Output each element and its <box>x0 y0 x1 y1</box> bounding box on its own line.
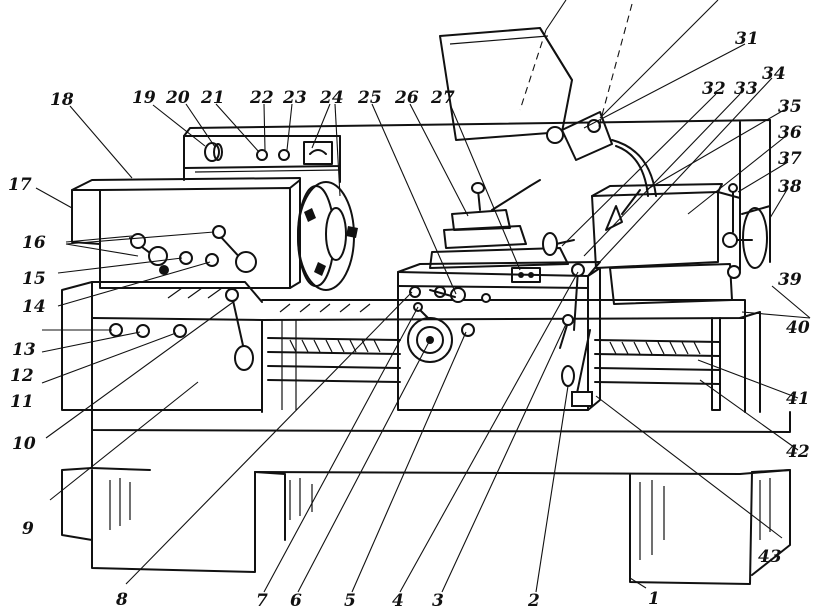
callout-12: 12 <box>10 366 34 386</box>
callout-8: 8 <box>115 590 128 610</box>
callout-27: 27 <box>430 88 455 108</box>
callout-25: 25 <box>357 88 382 108</box>
carriage-apron <box>397 261 601 411</box>
callout-31: 31 <box>735 29 759 49</box>
callout-33: 33 <box>734 79 758 99</box>
callout-22: 22 <box>249 88 274 108</box>
lathe-base <box>61 409 791 585</box>
callout-20: 20 <box>165 88 190 108</box>
callout-41: 41 <box>786 389 810 409</box>
chuck <box>297 181 358 291</box>
callout-39: 39 <box>778 270 802 290</box>
callout-14: 14 <box>22 297 46 317</box>
callout-6: 6 <box>290 591 302 611</box>
callout-43: 43 <box>758 547 782 567</box>
callout-24: 24 <box>319 88 344 108</box>
callout-labels: 1 2 3 4 5 6 7 8 9 10 11 12 13 14 15 16 1… <box>8 29 810 611</box>
callout-17: 17 <box>8 175 32 195</box>
callout-15: 15 <box>22 269 46 289</box>
cross-slide <box>429 179 575 283</box>
callout-40: 40 <box>786 318 810 338</box>
callout-32: 32 <box>702 79 726 99</box>
callout-19: 19 <box>132 88 156 108</box>
work-lamp <box>561 111 657 197</box>
lathe-bed <box>261 299 761 413</box>
callout-5: 5 <box>344 591 356 611</box>
callout-4: 4 <box>392 591 404 611</box>
callout-36: 36 <box>778 123 802 143</box>
chip-guard <box>439 27 573 144</box>
callout-11: 11 <box>10 392 34 412</box>
callout-16: 16 <box>22 233 46 253</box>
callout-35: 35 <box>778 97 802 117</box>
callout-13: 13 <box>12 340 36 360</box>
callout-7: 7 <box>256 591 268 611</box>
callout-9: 9 <box>22 519 34 539</box>
callout-21: 21 <box>200 88 225 108</box>
callout-1: 1 <box>648 589 660 609</box>
callout-3: 3 <box>432 591 444 611</box>
callout-42: 42 <box>786 442 810 462</box>
callout-38: 38 <box>778 177 802 197</box>
callout-10: 10 <box>12 434 36 454</box>
callout-23: 23 <box>282 88 307 108</box>
callout-37: 37 <box>778 149 802 169</box>
callout-2: 2 <box>527 591 540 611</box>
callout-18: 18 <box>50 90 74 110</box>
callout-26: 26 <box>394 88 419 108</box>
leader-lines <box>35 0 811 593</box>
tailstock <box>591 183 771 305</box>
callout-34: 34 <box>762 64 786 84</box>
